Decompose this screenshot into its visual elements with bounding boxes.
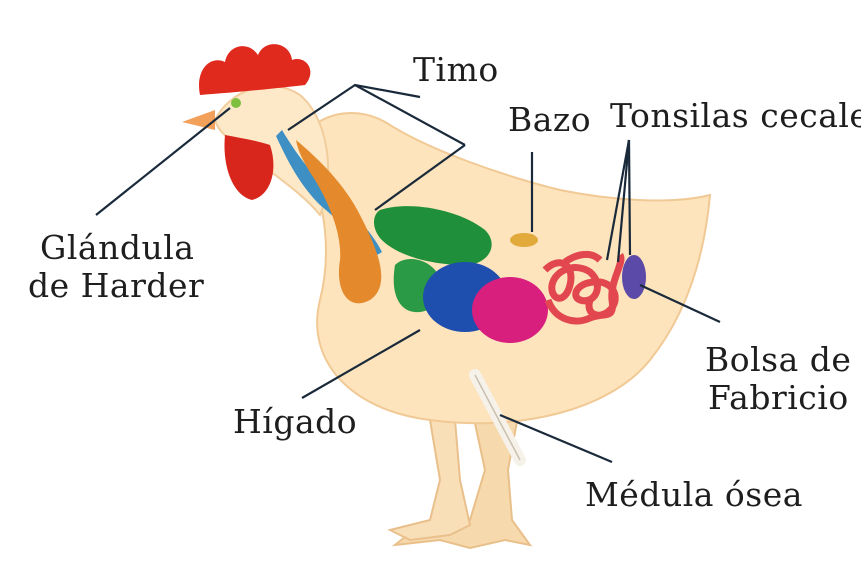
label-de-harder: de Harder [28,266,204,306]
spleen-organ [510,233,538,247]
label-timo: Timo [413,50,499,90]
wattle-shape [224,135,273,200]
pink-organ [472,277,548,343]
label-bolsa-de: Bolsa de [705,340,851,380]
beak-shape [182,110,215,130]
comb-shape [199,44,310,95]
label-tonsilas-cecales: Tonsilas cecales [610,96,861,136]
label-higado: Hígado [233,402,357,442]
label-bazo: Bazo [508,100,591,140]
label-medula-osea: Médula ósea [585,475,803,515]
label-glandula: Glándula [40,228,194,268]
bursa-organ [622,255,646,299]
label-fabricio: Fabricio [708,378,849,418]
eye-dot [231,98,241,108]
